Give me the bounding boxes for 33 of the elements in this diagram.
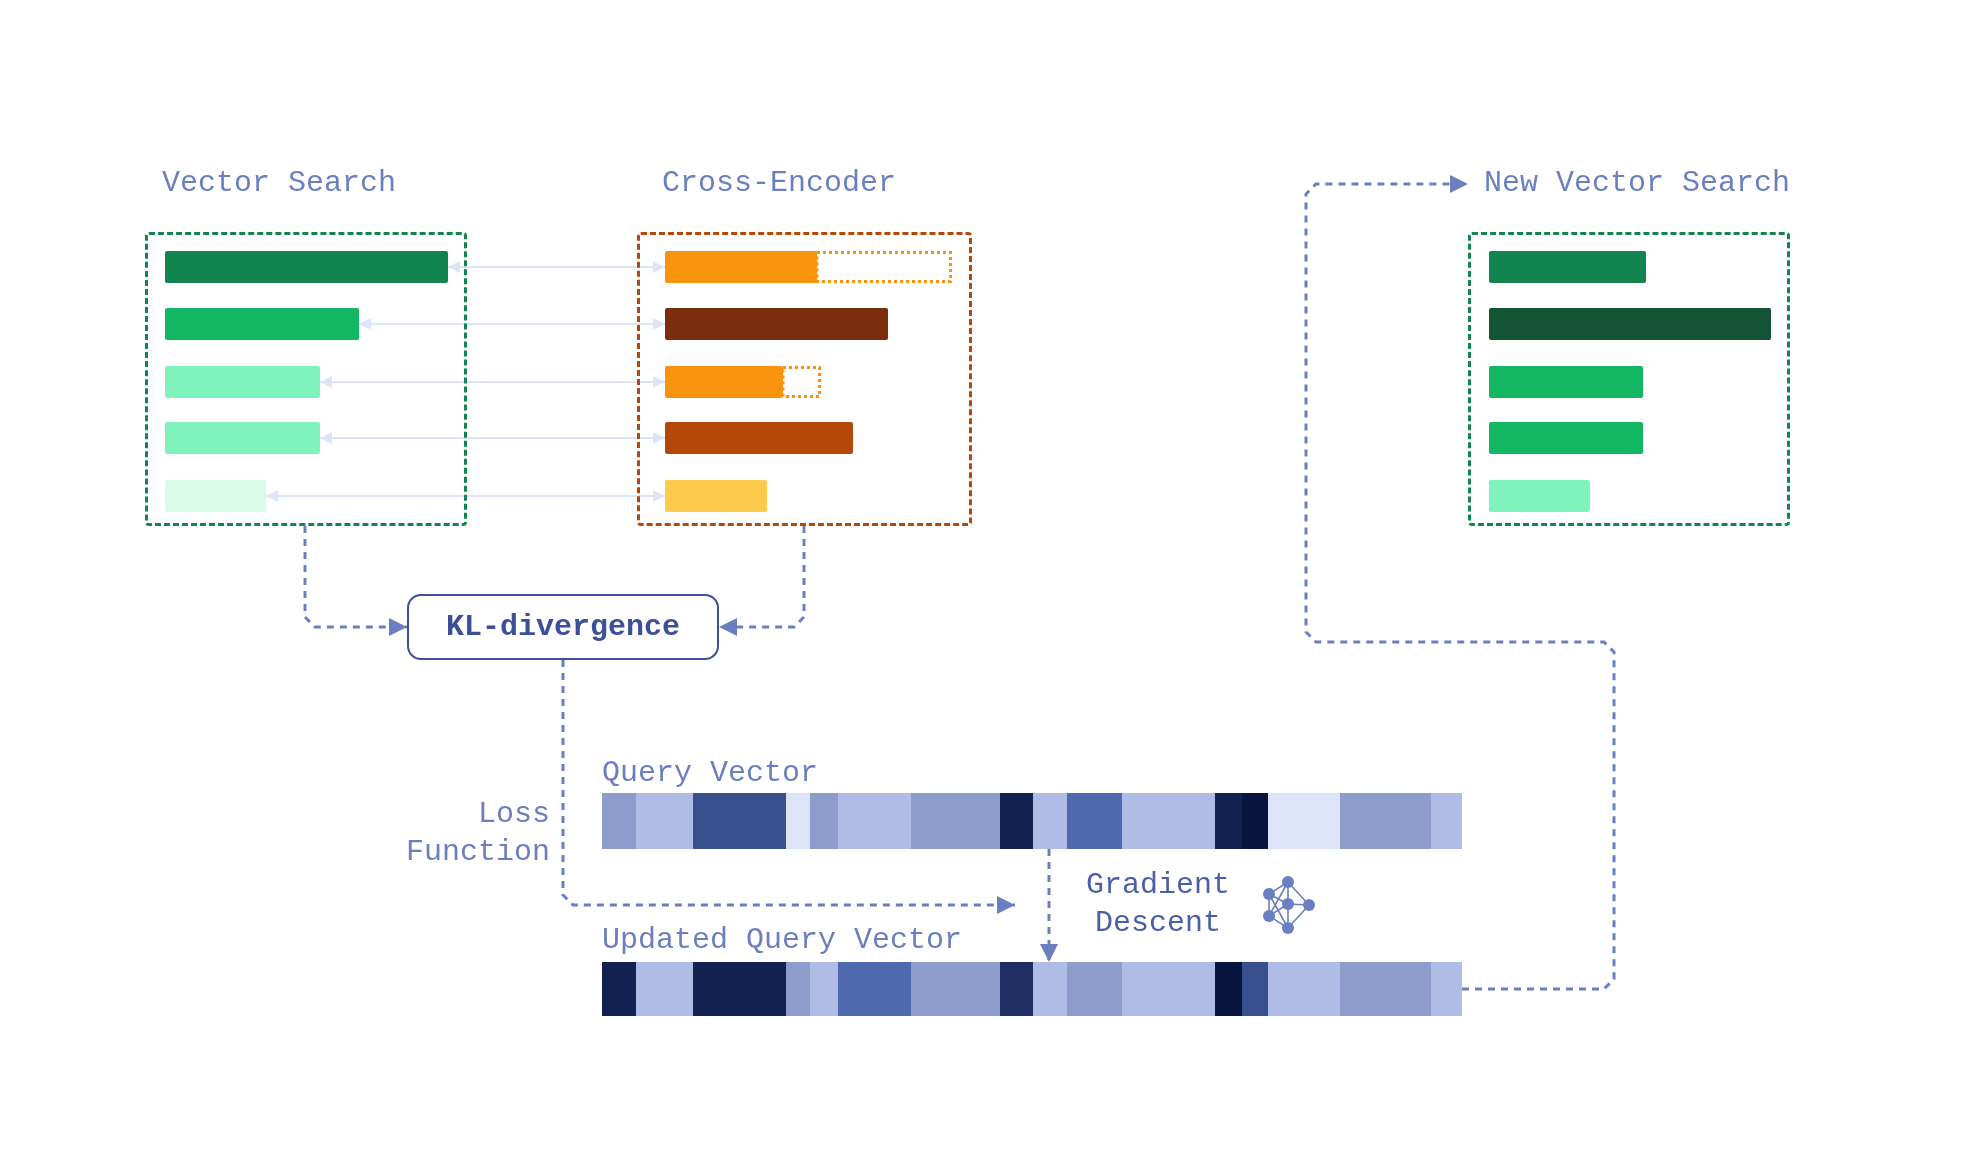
score-bar bbox=[1489, 422, 1643, 454]
arrow bbox=[447, 261, 666, 273]
arrow bbox=[1040, 849, 1058, 962]
score-bar bbox=[165, 308, 359, 340]
panel-heading: Cross-Encoder bbox=[662, 165, 897, 201]
panel-heading: Vector Search bbox=[162, 165, 397, 201]
score-bar bbox=[165, 251, 448, 283]
score-bar bbox=[165, 366, 320, 398]
panel-heading: New Vector Search bbox=[1484, 165, 1791, 201]
score-bar bbox=[165, 422, 320, 454]
score-bar bbox=[665, 308, 888, 340]
vector-heading: Updated Query Vector bbox=[602, 922, 963, 958]
arrow bbox=[319, 376, 666, 388]
score-bar bbox=[1489, 308, 1771, 340]
score-bar bbox=[665, 422, 853, 454]
edge-label: Loss Function bbox=[404, 796, 550, 871]
vector-heading: Query Vector bbox=[602, 755, 819, 791]
score-bar bbox=[665, 480, 767, 512]
edge-label: Gradient Descent bbox=[1085, 867, 1231, 942]
arrow bbox=[319, 432, 666, 444]
score-bar bbox=[1489, 251, 1646, 283]
arrow bbox=[719, 526, 806, 636]
score-bar bbox=[1489, 480, 1590, 512]
arrow bbox=[303, 526, 407, 636]
partial-score-bar bbox=[665, 366, 821, 398]
arrow bbox=[265, 490, 666, 502]
arrow bbox=[358, 318, 666, 330]
partial-score-bar bbox=[665, 251, 952, 283]
process-box: KL-divergence bbox=[407, 594, 719, 660]
arrow bbox=[561, 660, 1015, 914]
score-bar bbox=[1489, 366, 1643, 398]
score-bar bbox=[165, 480, 266, 512]
arrow bbox=[1304, 175, 1616, 991]
